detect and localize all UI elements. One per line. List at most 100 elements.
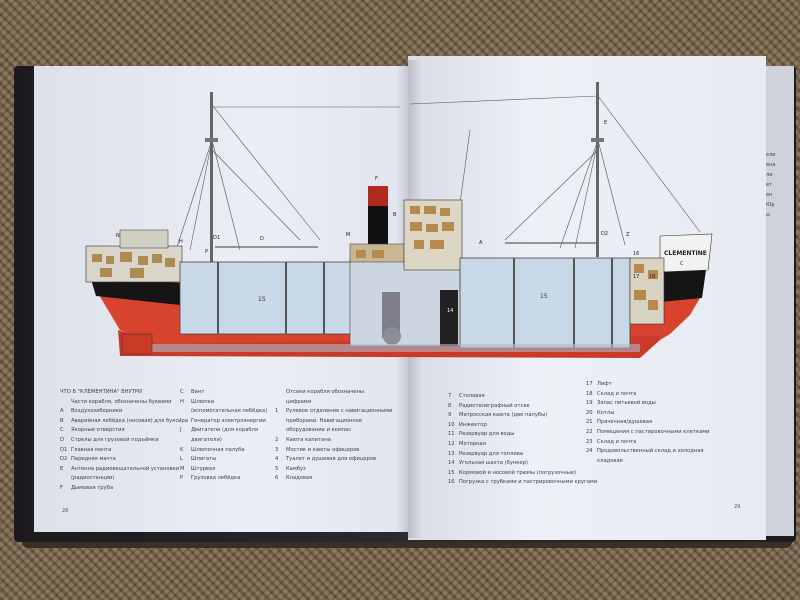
- legend-text: Продовольственный склад и холодная: [597, 448, 704, 455]
- legend-key: 17: [586, 381, 593, 387]
- callout-B: B: [393, 212, 397, 218]
- legend-text: Радиотелеграфный отсек: [459, 402, 530, 409]
- legend-row: 18 Склад и почта: [586, 390, 710, 400]
- legend-text: Генератор электроэнергии: [191, 417, 266, 424]
- legend-row: Отсеки корабля обозначены: [275, 388, 393, 398]
- legend-key: 2: [275, 436, 279, 443]
- legend-key: K: [180, 446, 184, 453]
- legend-row: K Шлюпочная палуба: [180, 446, 267, 456]
- legend-text: (радиостанции): [71, 475, 115, 482]
- edge-text-fragment: ет: [766, 182, 772, 188]
- legend-row: 24 Продовольственный склад и холодная: [586, 447, 710, 457]
- legend-row: цифрами: [275, 398, 393, 408]
- legend-key: 8: [448, 402, 452, 409]
- callout-Z: Z: [626, 232, 630, 238]
- legend-row: двигатели): [180, 436, 267, 446]
- legend-key: D1: [60, 446, 68, 453]
- legend-text: Дымовая труба: [71, 484, 114, 491]
- legend-row: (радиостанции): [60, 474, 188, 484]
- legend-row: Части корабля, обозначены буквами: [60, 398, 188, 408]
- legend-text: Шпигаты: [191, 456, 217, 463]
- legend-text: Передняя мачта: [71, 456, 116, 463]
- edge-text-fragment: ы: [766, 212, 770, 218]
- legend-text: Антенна радиовещательной установки: [71, 465, 180, 472]
- legend-text: Угольная шахта (бункер): [459, 460, 528, 467]
- legend-key: 24: [586, 448, 593, 455]
- callout-N: N: [116, 233, 120, 239]
- legend-heading: ЧТО Б "КЛЕМЕНТИНА" ВНУТРИ: [60, 389, 142, 395]
- legend-row: приборами. Навигационное: [275, 417, 393, 427]
- legend-text: Склад и почта: [597, 390, 637, 397]
- callout-C: C: [680, 261, 684, 267]
- callout-D2: D2: [601, 231, 609, 237]
- legend-text: Мостик и каюты офицеров: [286, 446, 360, 453]
- legend-key: F: [60, 484, 63, 491]
- legend-row: 4 Туалет и душевая для офицеров: [275, 455, 393, 465]
- legend-text: Склад и почта: [597, 438, 637, 445]
- legend-key: 12: [448, 440, 455, 447]
- legend-key: 9: [448, 412, 452, 419]
- legend-text: Столовая: [459, 393, 485, 399]
- legend-key: D2: [60, 456, 68, 463]
- legend-row: C Винт: [180, 388, 267, 398]
- legend-text: Стрелы для грузовой подъёмки: [71, 436, 159, 443]
- legend-text: Части корабля, обозначены буквами: [71, 398, 172, 405]
- legend-key: 13: [448, 450, 455, 457]
- left-page-number: 28: [62, 508, 69, 514]
- legend-text: Шлюпки: [191, 398, 215, 405]
- aft-hold-number: 15: [258, 296, 266, 303]
- edge-text-fragment: ен: [766, 192, 773, 198]
- legend-row: 5 Камбуз: [275, 465, 393, 475]
- callout-A: A: [479, 240, 483, 246]
- legend-key: C: [60, 427, 64, 434]
- edge-text-fragment: ена: [766, 162, 776, 168]
- legend-text: Запас питьевой воды: [597, 400, 656, 407]
- callout-F: F: [375, 176, 378, 182]
- legend-text: Лифт: [597, 381, 612, 387]
- legend-key: C: [180, 389, 184, 395]
- legend-key: 23: [586, 438, 593, 445]
- legend-text: Камбуз: [286, 465, 306, 472]
- callout-18: 18: [649, 274, 656, 280]
- callout-D: D: [260, 236, 264, 242]
- legend-key: 18: [586, 390, 593, 397]
- legend-row: C Якорные отверстия: [60, 426, 188, 436]
- legend-row: 20 Котлы: [586, 409, 710, 419]
- legend-text: Винт: [191, 389, 205, 395]
- callout-24: 24: [116, 283, 123, 289]
- legend-text: Прачечная/душевая: [597, 419, 653, 426]
- legend-text: Котлы: [597, 409, 615, 416]
- legend-key: 20: [586, 409, 593, 416]
- next-page-edge: [764, 66, 794, 536]
- legend-text: Отсеки корабля обозначены: [286, 389, 364, 395]
- callout-17: 17: [633, 274, 640, 280]
- legend-key: 4: [275, 456, 279, 463]
- legend-text: Туалет и душевая для офицеров: [286, 456, 377, 463]
- legend-text: Якорные отверстия: [71, 427, 125, 434]
- legend-text: Шлюпочная палуба: [191, 446, 245, 453]
- legend-text: Штурвал: [191, 465, 216, 472]
- forward-hold-number: 15: [540, 293, 548, 300]
- legend-key: 5: [275, 465, 279, 472]
- legend-text: двигатели): [191, 436, 222, 443]
- callout-H: H: [179, 239, 183, 245]
- legend-text: Моторная: [459, 440, 486, 447]
- legend-key: E: [60, 465, 64, 472]
- legend-row: 7 Столовая: [448, 392, 597, 402]
- legend-key: A: [60, 408, 64, 415]
- legend-key: 6: [275, 475, 279, 482]
- legend-key: 7: [448, 393, 452, 399]
- legend-text: Инжектор: [459, 421, 487, 428]
